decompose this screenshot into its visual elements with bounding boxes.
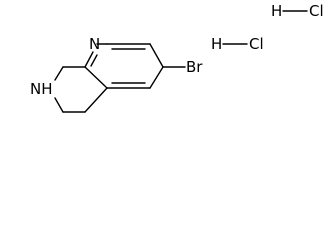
- bond-n8-c9: [54, 97, 64, 113]
- bond-c6-n1: [84, 51, 94, 68]
- hcl-salt-1: H Cl: [271, 2, 324, 20]
- atom-label-nh: NH: [30, 80, 53, 98]
- bond-c3-c4: [149, 43, 164, 68]
- bond-c10-c5: [84, 87, 108, 113]
- hcl-2-cl: Cl: [249, 35, 264, 53]
- bond-c7-n8: [54, 66, 64, 81]
- pyridine-ring: [84, 43, 186, 89]
- atom-label-br: Br: [186, 58, 203, 76]
- bond-c5-c6: [84, 66, 108, 89]
- bond-c6-n1-inner: [90, 54, 98, 67]
- piperidine-ring: [54, 66, 108, 113]
- hcl-2-h: H: [211, 35, 222, 53]
- atom-label-pyridine-n: N: [89, 35, 100, 53]
- bond-c4-br: [149, 66, 164, 89]
- hcl-1-cl: Cl: [309, 2, 324, 20]
- hcl-1-h: H: [271, 2, 282, 20]
- chemical-structure-diagram: N NH Br H Cl H Cl: [30, 2, 324, 113]
- hcl-salt-2: H Cl: [211, 35, 264, 53]
